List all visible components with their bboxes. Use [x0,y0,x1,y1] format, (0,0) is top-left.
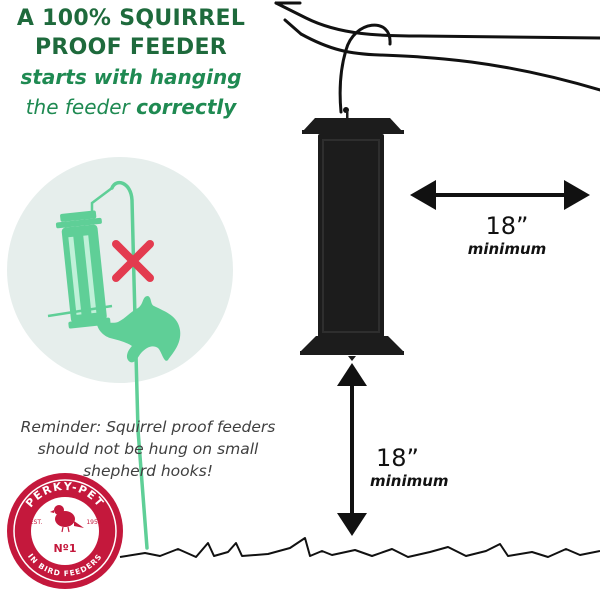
badge-est: EST. [30,519,43,526]
horizontal-clearance-unit: minimum [467,240,547,258]
vertical-clearance-label: 18” minimum [370,444,480,490]
headline-line-4-b: correctly [136,95,237,119]
tree-branch [274,1,600,92]
badge-rank: Nº1 [53,542,76,555]
reminder-line-1: Reminder: Squirrel proof feeders [20,418,276,436]
horizontal-clearance-value: 18” [485,212,529,240]
ground-grass-line [119,537,600,558]
reminder-line-2: should not be hung on small [37,440,259,458]
headline: A 100% SQUIRREL PROOF FEEDER starts with… [0,4,262,122]
shepherd-hook-warning-illustration [7,157,233,550]
bird-icon [50,505,84,533]
headline-line-2: PROOF FEEDER [34,35,228,60]
vertical-clearance-unit: minimum [370,472,449,490]
vertical-clearance-arrow [337,363,367,536]
red-x-icon [112,240,154,282]
s-hook [338,23,392,114]
reminder-text: Reminder: Squirrel proof feeders should … [0,416,296,482]
reminder-line-3: shepherd hooks! [83,462,213,480]
perky-pet-badge: PERKY-PET IN BIRD FEEDERS EST. 1958 Nº1 [7,473,123,589]
headline-line-4-a: the feeder [25,95,137,119]
horizontal-clearance-label: 18” minimum [462,212,552,258]
headline-line-1: A 100% SQUIRREL [16,6,246,31]
headline-line-4: the feeder correctly [0,92,262,122]
horizontal-clearance-arrow [410,180,590,210]
headline-line-3: starts with hanging [20,65,242,89]
vertical-clearance-value: 18” [376,444,419,472]
badge-year: 1958 [86,519,101,526]
black-feeder [300,110,404,361]
